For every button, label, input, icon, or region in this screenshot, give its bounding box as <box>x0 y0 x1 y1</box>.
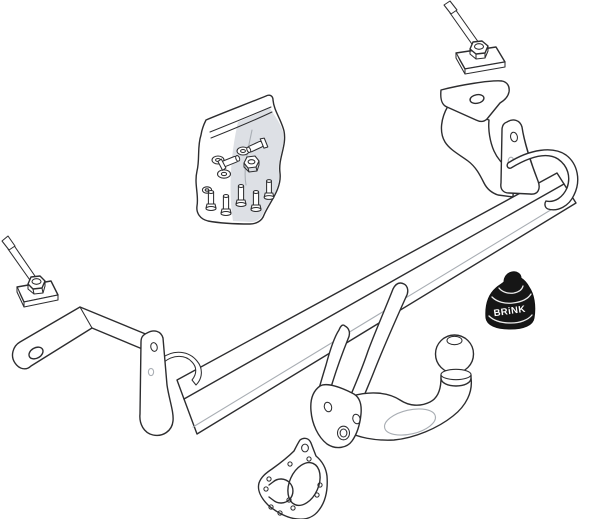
socket-c-cutout <box>268 478 294 504</box>
cap-body <box>485 271 536 330</box>
cap-mid-ring <box>491 293 532 304</box>
strap-bolt-hole <box>28 346 44 360</box>
side-mounting-bracket-right <box>440 80 515 198</box>
brink-logo-text: BRiNK <box>493 304 526 319</box>
swan-neck-towball <box>310 282 475 449</box>
hex-nut-sides <box>469 45 489 60</box>
washers <box>201 146 250 194</box>
bracket-top-plate <box>440 80 510 123</box>
plate-hole-1 <box>323 401 333 413</box>
pull-wire-nut-right <box>443 0 506 75</box>
left-end-wrap <box>161 351 202 386</box>
hex-nut-large <box>243 155 260 173</box>
pull-wire-nut-left <box>1 235 59 308</box>
bracket-arm <box>440 105 515 198</box>
bag-seam <box>209 106 273 139</box>
hex-nut <box>469 40 489 55</box>
crossbar-lowlight <box>192 196 573 428</box>
ball-collar-top <box>440 368 472 381</box>
hex-nut-bore <box>473 43 485 50</box>
plate-hole-3 <box>339 428 348 438</box>
side-strap-bracket-left <box>11 306 202 437</box>
bolt-lying-2 <box>246 137 269 153</box>
socket-rivet-holes <box>263 456 323 516</box>
socket-tab-hole <box>301 443 309 453</box>
neck-boss-shading <box>383 408 437 436</box>
plate-hole-2 <box>352 413 361 425</box>
pull-wire-tip <box>443 0 458 15</box>
socket-plate-outline <box>257 437 328 519</box>
bolt-lying-1 <box>217 155 241 171</box>
towball-cover-cap: BRiNK <box>485 271 536 330</box>
bolts-standing <box>205 179 275 217</box>
right-end-wrap <box>506 149 579 211</box>
left-gusset-plate <box>139 330 174 437</box>
strap-bracket <box>11 306 153 370</box>
bracket-bolt-hole <box>469 93 485 105</box>
left-gusset-hole-faint <box>147 367 155 377</box>
right-gusset-and-wrap <box>500 119 579 211</box>
nut-plate-side <box>455 52 506 75</box>
pull-wire-tip <box>1 235 16 251</box>
socket-mounting-plate <box>257 437 328 519</box>
fitting-hardware-bag <box>195 94 286 225</box>
strap-fold <box>79 306 93 329</box>
cap-knob-ring <box>498 285 524 294</box>
plate-hole-3-rim <box>336 425 351 441</box>
crossbar-ridge <box>183 183 565 400</box>
crossbar-beam <box>176 172 577 435</box>
nut-plate-side <box>16 286 59 308</box>
hex-nut <box>27 275 46 290</box>
right-gusset-hole <box>510 131 518 143</box>
left-gusset-hole <box>150 342 158 352</box>
cap-bottom-rim <box>488 314 533 324</box>
tow-ball-flat <box>446 335 463 346</box>
socket-oval-cutout <box>287 461 321 507</box>
neck-mounting-plate <box>310 384 362 449</box>
hex-nut-bore <box>31 278 42 285</box>
hex-nut-sides <box>27 280 46 295</box>
